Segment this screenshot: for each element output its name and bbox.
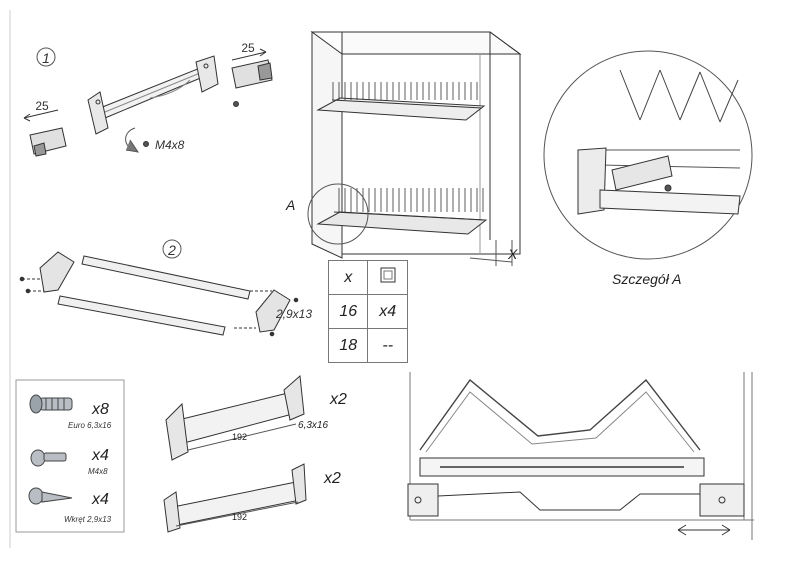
table-header-x: x (327, 260, 369, 295)
table-cell-x: 18 (327, 328, 369, 363)
detail-marker-a: A (285, 197, 295, 213)
hardware-box (15, 379, 125, 533)
bracket-lower-dimension: 192 (232, 512, 247, 522)
table-row: 18 -- (327, 328, 408, 363)
cabinet-drawing (307, 31, 522, 266)
step2-screw-label: 2,9x13 (275, 307, 312, 321)
step1-screw-label: M4x8 (155, 138, 185, 152)
hardware-qty-wood: x4 (91, 491, 109, 508)
slide-right-dimension: 25 (241, 41, 255, 55)
step2-rod-assembly (19, 239, 299, 337)
hardware-qty-euro: x8 (91, 401, 109, 418)
bracket-upper-qty: x2 (329, 391, 347, 408)
step2-number: 2 (167, 242, 176, 258)
slide-left-dimension: 25 (35, 99, 49, 113)
bracket-upper-screw: 6,3x16 (298, 420, 328, 431)
step1-number: 1 (42, 50, 50, 66)
depth-label-x: X (507, 246, 518, 262)
hardware-label-euro: Euro 6,3x16 (68, 421, 112, 430)
detail-a-view (543, 50, 753, 260)
table-cell-qty: -- (367, 328, 408, 363)
table-header-square-icon (367, 260, 408, 295)
hardware-label-wood: Wkręt 2,9x13 (64, 515, 112, 524)
table-cell-x: 16 (327, 294, 369, 329)
wood-screw-icon (28, 487, 73, 505)
bracket-lower-qty: x2 (323, 470, 341, 487)
bracket-upper (165, 374, 305, 461)
detail-a-caption: Szczegół A (612, 271, 682, 287)
table-row: 16 x4 (327, 294, 408, 329)
bracket-lower (163, 463, 307, 533)
table-cell-qty: x4 (367, 294, 408, 329)
m4-screw-icon (30, 449, 67, 467)
euro-screw-icon (29, 394, 73, 414)
section-view (407, 372, 754, 540)
hardware-label-m4: M4x8 (88, 467, 108, 476)
bracket-upper-dimension: 192 (232, 432, 247, 442)
step1-rail-assembly (23, 47, 273, 157)
hardware-qty-m4: x4 (91, 447, 109, 464)
size-table: x 16 x4 18 -- (327, 260, 408, 363)
